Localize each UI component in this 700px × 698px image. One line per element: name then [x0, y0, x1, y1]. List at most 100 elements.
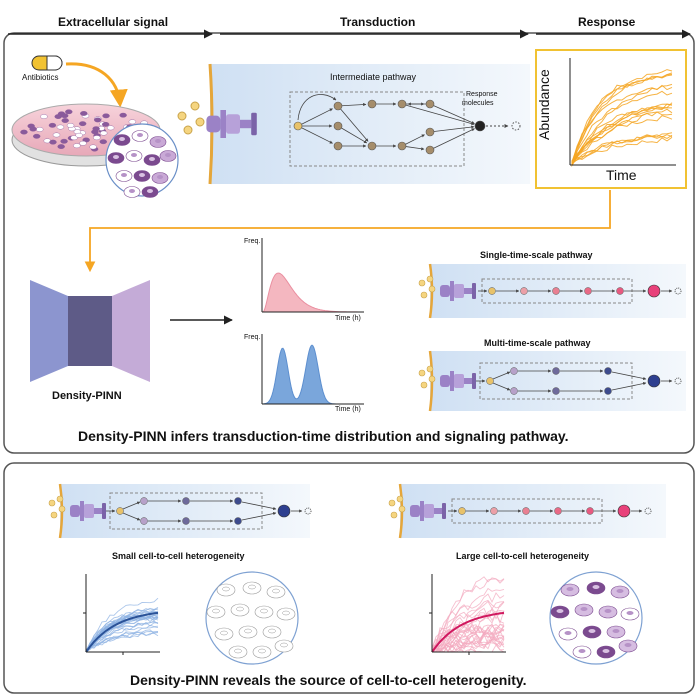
pathway-node — [425, 99, 435, 109]
receptor-part — [424, 504, 434, 518]
cell-nucleus — [147, 189, 153, 193]
large-heterogeneity-title: Large cell-to-cell heterogeneity — [456, 551, 590, 561]
signal-molecule — [390, 511, 398, 519]
cell-nucleus — [624, 643, 632, 647]
response-molecule-node — [617, 504, 631, 518]
pathway-node — [333, 101, 343, 111]
cell-nucleus — [580, 607, 588, 611]
pathway-node — [234, 497, 242, 505]
cell-nucleus — [282, 610, 290, 616]
pathway-node — [140, 497, 148, 505]
multi-time-scale-title: Multi-time-scale pathway — [484, 338, 591, 348]
receptor-part — [450, 371, 454, 391]
receptor-part — [434, 508, 442, 514]
intermediate-pathway-label: Intermediate pathway — [330, 72, 417, 82]
signal-molecule — [56, 495, 64, 503]
response-curve — [571, 115, 673, 163]
antibiotics-label: Antibiotics — [22, 73, 59, 82]
response-curve — [571, 74, 673, 164]
cell-nucleus — [272, 588, 280, 594]
dish-cell — [36, 127, 44, 132]
pathway-node — [367, 99, 377, 109]
pathway-edge — [340, 108, 369, 142]
cell-curve — [431, 578, 505, 652]
receptor-part — [102, 503, 106, 519]
top-caption: Density-PINN infers transduction-time di… — [78, 428, 569, 444]
cell-nucleus — [131, 153, 137, 157]
cell-nucleus — [165, 153, 171, 157]
dish-cell — [99, 139, 107, 145]
signal-molecule — [50, 511, 58, 519]
receptor-part — [472, 283, 476, 299]
freq-label-bottom: Freq. — [244, 334, 261, 341]
small-heterogeneity-curves — [83, 574, 160, 655]
dish-cell — [65, 109, 73, 115]
cell-nucleus — [155, 139, 161, 143]
pathway-edge — [341, 102, 367, 107]
pathway-edge — [492, 382, 511, 391]
response-to-model-connector — [84, 190, 611, 273]
pathway-node — [510, 387, 518, 395]
cell-nucleus — [260, 608, 268, 614]
cell-curve — [85, 629, 159, 653]
pathway-node — [586, 507, 594, 515]
pathway-edge — [297, 94, 337, 121]
large-heterogeneity-curves — [429, 574, 506, 655]
pathway-node — [333, 141, 343, 151]
cell-curve — [85, 632, 159, 653]
dish-cell — [61, 118, 69, 123]
signal-molecule — [388, 499, 396, 507]
signal-molecule — [428, 285, 436, 293]
cell-nucleus — [137, 133, 143, 137]
pathway-node — [425, 145, 435, 155]
dish-cell — [93, 135, 101, 141]
cell-nucleus — [234, 648, 242, 654]
pathway-edge — [301, 108, 333, 125]
response-curve — [571, 134, 673, 163]
cell-curve — [431, 608, 505, 652]
response-curve — [571, 103, 673, 163]
cell-nucleus — [268, 628, 276, 634]
cell-nucleus — [157, 175, 163, 179]
cell-nucleus — [222, 586, 230, 592]
receptor-part — [442, 503, 446, 519]
time-label: Time — [606, 167, 637, 183]
intermediate-pathway-box — [289, 91, 465, 167]
cell-nucleus — [592, 585, 600, 589]
abundance-label: Abundance — [536, 69, 552, 140]
pathway-edge — [301, 127, 333, 144]
pathway-edge — [405, 104, 475, 126]
receptor-part — [410, 505, 420, 517]
pathway-node — [522, 507, 530, 515]
dish-cell — [49, 139, 57, 145]
response-molecules-label-2: molecules — [462, 100, 494, 107]
receptor-part — [240, 119, 252, 129]
dish-cell — [66, 123, 75, 128]
response-curve — [571, 134, 673, 165]
dish-cell — [40, 114, 48, 119]
dish-cell — [54, 114, 62, 119]
pathway-edge — [405, 134, 425, 145]
receptor-part — [472, 373, 476, 389]
mean-curve — [85, 611, 159, 653]
cell-nucleus — [602, 649, 610, 653]
signal-molecule — [426, 365, 434, 373]
cell-curve — [431, 592, 505, 653]
dish-cell — [56, 124, 65, 130]
response-molecule-node — [647, 284, 661, 298]
pathway-node — [458, 507, 466, 515]
dish-cell — [29, 126, 37, 132]
dish-cell — [101, 121, 110, 127]
cell-curve — [85, 621, 159, 653]
pathway-edge — [492, 371, 511, 380]
cell-nucleus — [212, 608, 220, 614]
header-transduction: Transduction — [340, 15, 416, 29]
dish-cell — [57, 144, 65, 149]
receptor-part — [206, 115, 221, 133]
dish-cell — [60, 113, 69, 119]
cell-nucleus — [556, 609, 564, 613]
signal-molecule — [398, 505, 406, 513]
dish-cell — [52, 132, 61, 138]
header-extracellular-signal: Extracellular signal — [58, 15, 169, 29]
pathway-node — [552, 387, 560, 395]
